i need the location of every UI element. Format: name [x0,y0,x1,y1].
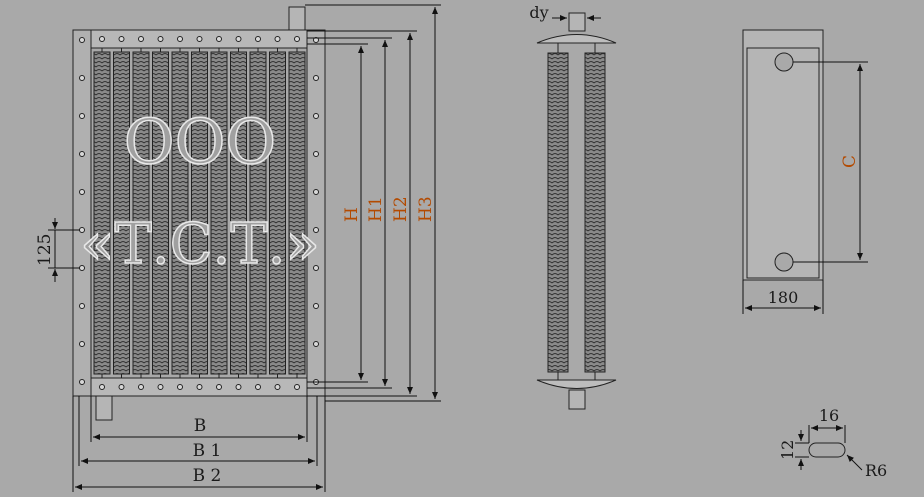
dim-B2: B 2 [193,466,222,486]
watermark-line1: ООО [124,105,277,178]
dim-H3: H3 [416,196,436,222]
bottom-inlet-pipe [95,395,113,421]
mounting-hole [313,75,319,81]
dim-slot-radius: R6 [865,461,887,480]
mounting-hole [255,36,261,42]
mounting-hole [177,36,183,42]
mounting-hole [118,36,125,42]
mounting-hole [294,384,300,390]
end-view: C 180 [742,29,868,314]
side-tube-left [547,52,569,373]
mounting-hole [313,341,319,347]
mounting-hole [313,265,319,271]
mounting-hole [313,113,319,119]
mounting-hole [313,151,319,157]
slot-shape [808,442,846,458]
top-outlet-pipe [288,6,306,32]
mounting-hole [79,189,85,195]
pitch-label: 125 [35,234,55,266]
dim-B: B [194,416,207,436]
mounting-hole [313,227,319,233]
mounting-hole [79,379,85,385]
dim-B1: B 1 [193,441,222,461]
dim-H: H [342,207,362,222]
side-tube-right [584,52,606,373]
dim-C: C [840,155,860,168]
mounting-hole [235,384,242,390]
mounting-hole [196,36,203,42]
end-plate-hole-top [774,52,794,72]
front-view: ООО «Т.С.Т.» 125 B B 1 B 2 [35,4,441,492]
end-plate-hole-bottom [774,252,794,272]
mounting-hole [274,36,281,42]
mounting-hole [99,36,105,42]
dim-180: 180 [768,288,799,307]
dim-dy: dy [529,3,548,22]
side-bottom-pipe [568,389,586,410]
mounting-hole [79,37,85,43]
dim-H1: H1 [366,196,386,222]
side-view: dy [529,3,617,410]
finned-tube-core [93,48,306,378]
width-dimensions [72,396,326,492]
mounting-hole [138,384,144,390]
watermark-line2: «Т.С.Т.» [80,212,319,277]
left-side-plate [72,29,92,397]
mounting-hole [235,36,242,42]
mounting-hole [157,36,164,42]
pitch-dimension [48,218,80,282]
mounting-hole [99,384,105,390]
side-bottom-header [536,379,617,389]
mounting-hole [313,303,319,309]
mounting-hole [255,384,261,390]
mounting-hole [138,36,144,42]
end-plate-inner [746,47,820,279]
height-dimensions [305,4,441,402]
mounting-hole [177,384,183,390]
mounting-hole [79,113,85,119]
dim-slot-width: 16 [819,406,839,425]
side-top-pipe [568,12,586,32]
mounting-hole [79,151,85,157]
mounting-hole [118,384,125,390]
mounting-hole [79,341,85,347]
dim-H2: H2 [391,196,411,222]
side-top-header [536,34,617,44]
mounting-hole [294,36,300,42]
mounting-hole [196,384,203,390]
mounting-hole [274,384,281,390]
mounting-hole [79,303,85,309]
mounting-hole [157,384,164,390]
slot-detail: 16 12 R6 [778,406,887,480]
mounting-hole [216,36,222,42]
mounting-hole [216,384,222,390]
dim-slot-height: 12 [778,440,797,460]
mounting-hole [313,189,319,195]
mounting-hole [79,75,85,81]
mounting-holes [79,36,319,390]
